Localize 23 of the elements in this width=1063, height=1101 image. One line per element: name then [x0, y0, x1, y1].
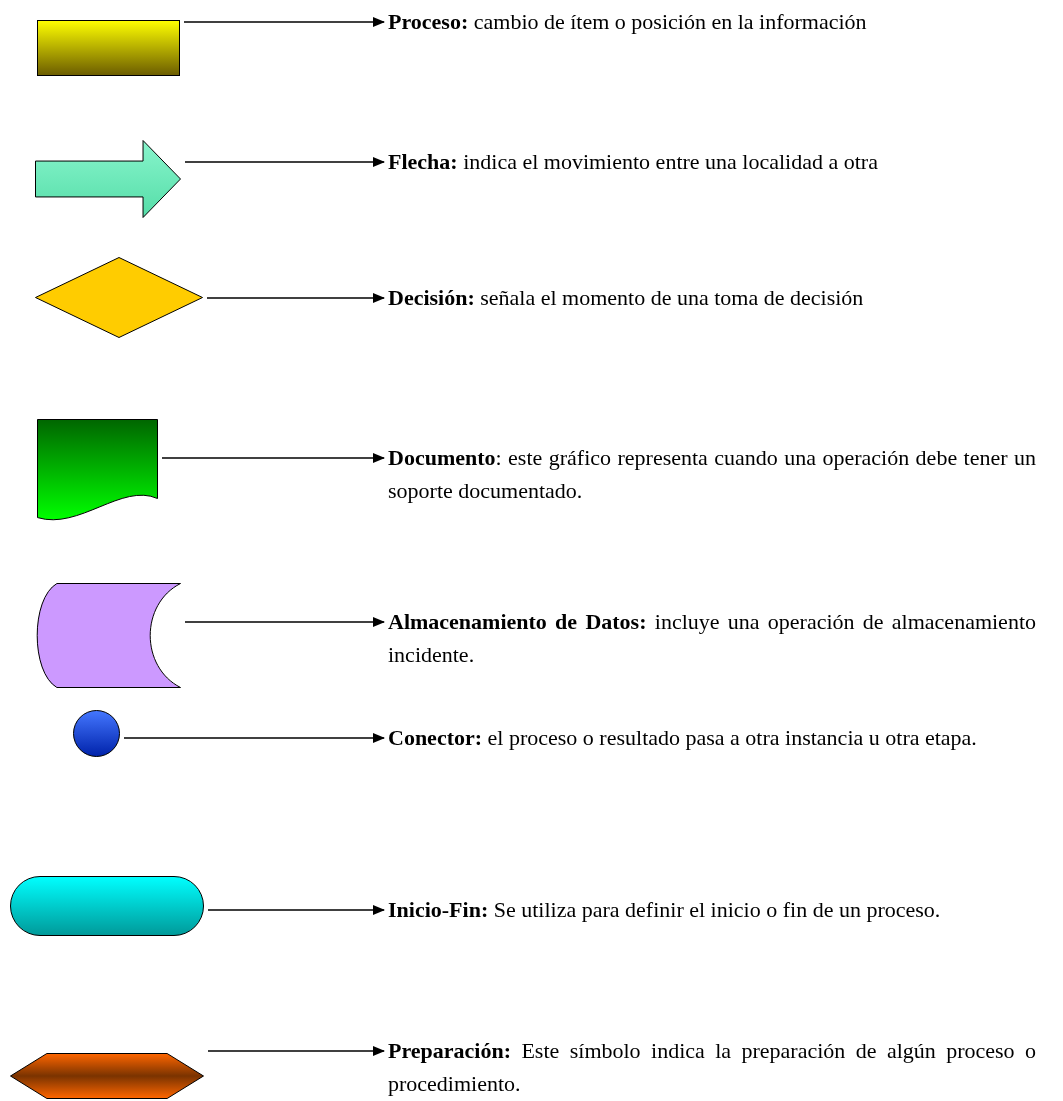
arrow: [207, 905, 385, 915]
connector-circle: [73, 710, 120, 757]
arrow: [161, 453, 385, 463]
process-symbol: [37, 20, 180, 76]
arrow: [184, 157, 385, 167]
definition-text: Decisión: señala el momento de una toma de decisión: [388, 284, 865, 312]
definition-text: Preparación: Este símbolo indica la preparación de algún proceso o procedimiento.: [388, 1037, 1036, 1098]
arrow-symbol: [35, 140, 181, 218]
arrow: [183, 17, 385, 27]
definition-text: Almacenamiento de Datos: incluye una operación de almacenamiento incidente.: [388, 608, 1036, 669]
preparation-hexagon: [10, 1053, 204, 1099]
arrow: [123, 733, 385, 743]
arrow: [206, 293, 385, 303]
definition-text: Flecha: indica el movimiento entre una localidad a otra: [388, 148, 879, 176]
definition-text: Proceso: cambio de ítem o posición en la información: [388, 8, 868, 36]
decision-diamond: [35, 257, 203, 338]
definition-text: Inicio-Fin: Se utiliza para definir el inicio o fin de un proceso.: [388, 896, 942, 924]
arrow: [184, 617, 385, 627]
definition-text: Documento: este gráfico representa cuando una operación debe tener un soporte documentado.: [388, 444, 1036, 505]
arrow: [207, 1046, 385, 1056]
terminator-symbol: [10, 876, 204, 936]
data-storage-symbol: [35, 583, 181, 688]
definition-text: Conector: el proceso o resultado pasa a otra instancia u otra etapa.: [388, 724, 978, 752]
